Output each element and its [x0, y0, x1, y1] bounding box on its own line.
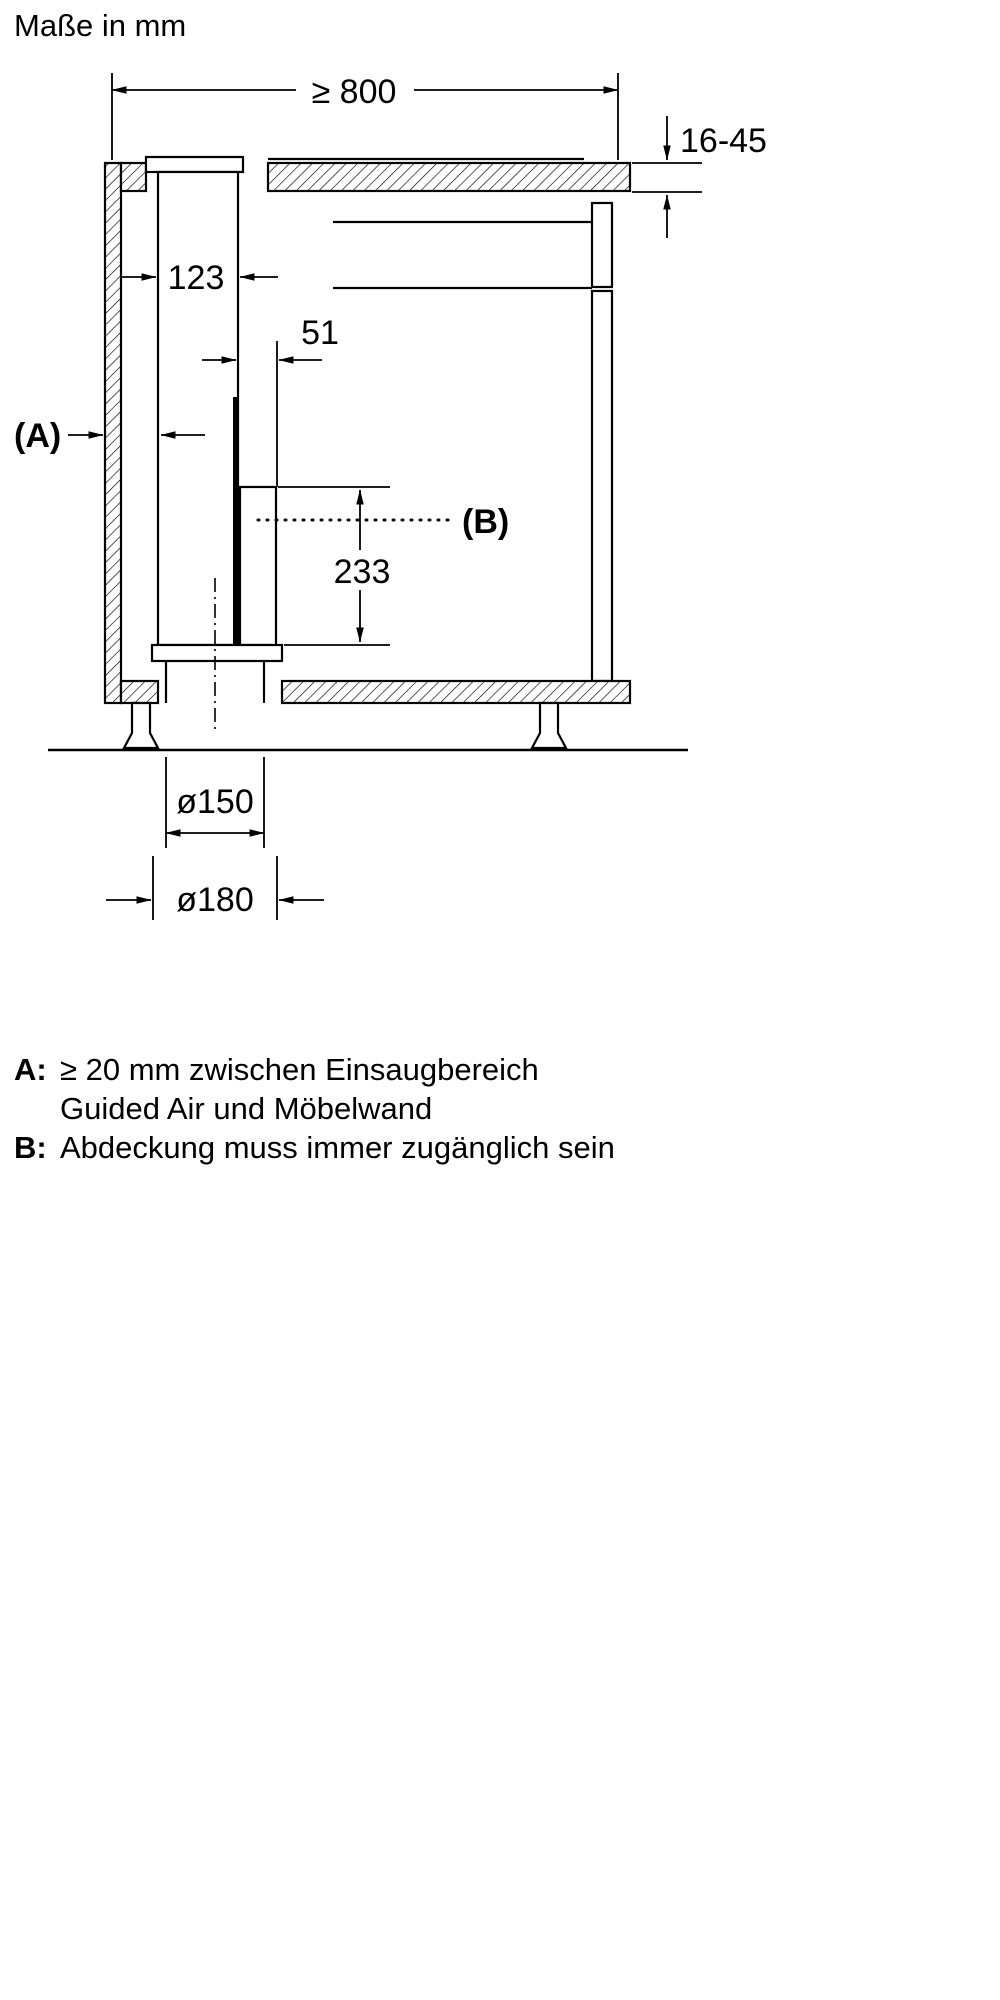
right-leg — [530, 701, 568, 750]
floor-right-segment — [280, 679, 632, 705]
cabinet-outline — [48, 157, 688, 752]
worktop-left-segment — [119, 161, 148, 193]
dim-worktop-label: 16-45 — [680, 122, 767, 160]
note-a-row: A: ≥ 20 mm zwischen Einsaugbereich — [14, 1050, 615, 1089]
footnotes: A: ≥ 20 mm zwischen Einsaugbereich Guide… — [14, 1050, 615, 1167]
dim-width-label: ≥ 800 — [312, 73, 397, 111]
note-a-line1: ≥ 20 mm zwischen Einsaugbereich — [60, 1052, 539, 1087]
dim-dia-150: ø150 — [165, 757, 265, 848]
dim-cover-233: 233 — [278, 486, 402, 646]
dim-width-800: ≥ 800 — [111, 66, 619, 160]
right-panel-upper — [590, 201, 614, 289]
dim-duct-width-label: 123 — [168, 259, 225, 297]
note-b-row: B: Abdeckung muss immer zugänglich sein — [14, 1128, 615, 1167]
label-a: (A) — [14, 417, 205, 455]
note-b-key: B: — [14, 1130, 47, 1165]
dim-dia-180: ø180 — [106, 856, 324, 920]
right-panel-lower — [590, 289, 614, 683]
note-a-line2: Guided Air und Möbelwand — [60, 1091, 433, 1126]
left-wall — [103, 161, 123, 705]
note-a-key: A: — [14, 1052, 47, 1087]
duct-body — [156, 170, 240, 647]
dim-offset-51: 51 — [202, 314, 339, 487]
technical-drawing: ≥ 800 16-45 123 51 (A) (B) 233 — [14, 66, 767, 920]
dim-duct-123: 123 — [120, 259, 278, 297]
cover-box — [238, 485, 278, 647]
left-leg — [122, 701, 160, 750]
label-b: (B) — [256, 503, 509, 541]
note-b-line1: Abdeckung muss immer zugänglich sein — [60, 1130, 615, 1165]
floor-left-segment — [119, 679, 160, 705]
dim-offset-label: 51 — [301, 314, 339, 352]
extractor-duct — [144, 155, 284, 730]
dim-dia-outer-label: ø180 — [176, 881, 254, 919]
worktop-right-segment — [266, 161, 632, 193]
label-a-text: (A) — [14, 417, 61, 455]
drawing-title: Maße in mm — [14, 8, 187, 43]
dim-worktop-16-45: 16-45 — [632, 116, 767, 238]
duct-cap — [144, 155, 245, 174]
label-b-text: (B) — [462, 503, 509, 541]
duct-flange — [150, 643, 284, 663]
dim-dia-inner-label: ø150 — [176, 783, 254, 821]
note-a-row2: Guided Air und Möbelwand — [14, 1089, 615, 1128]
dim-cover-height-label: 233 — [334, 553, 391, 591]
